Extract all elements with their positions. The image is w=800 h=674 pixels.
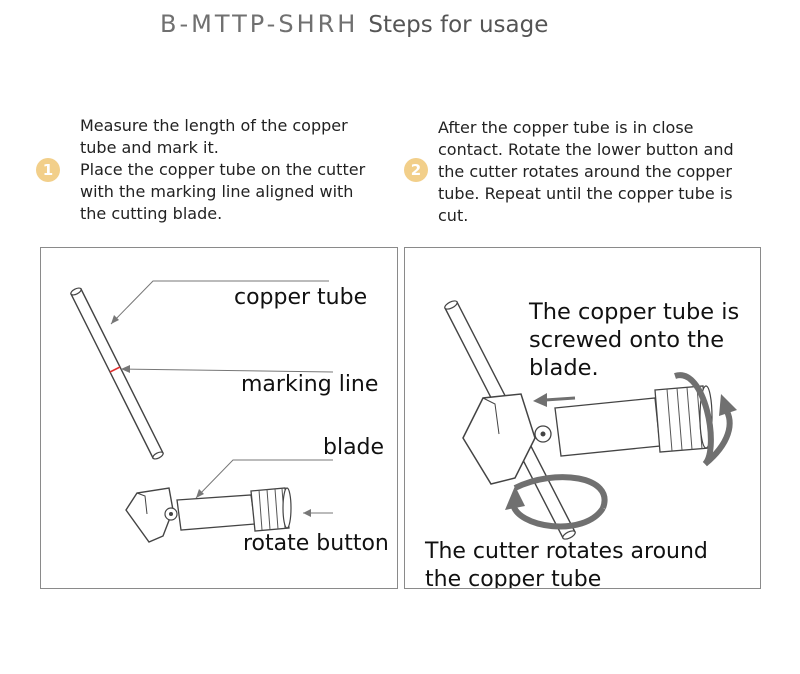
label-cutter-rotates: The cutter rotates around the copper tub… [425, 539, 708, 589]
label-marking-line: marking line [241, 372, 379, 397]
label-screwed-onto-blade: The copper tube is screwed onto the blad… [529, 299, 740, 381]
rotation-arrow-icon-2 [505, 474, 608, 530]
title-text: Steps for usage [368, 12, 549, 38]
label-blade: blade [323, 435, 385, 460]
step-1-badge-icon: 1 [36, 158, 60, 182]
pipe-cutter-drawing [125, 487, 292, 543]
step-2-illustration [444, 300, 737, 540]
step-2-text: After the copper tube is in close contac… [438, 118, 734, 225]
model-code: B-MTTP-SHRH [160, 10, 359, 38]
marking-line-mark [109, 366, 121, 373]
step-2-illustration-panel: The copper tube is screwed onto the blad… [404, 247, 761, 589]
rotation-arrow-icon [674, 372, 737, 467]
label-copper-tube: copper tube [234, 285, 368, 310]
step-2-badge-icon: 2 [404, 158, 428, 182]
label-rotate-button: rotate button [243, 531, 389, 556]
pipe-cutter-drawing-2 [462, 385, 713, 485]
step-1-illustration [70, 280, 334, 543]
copper-tube-drawing [70, 287, 164, 460]
step-1-illustration-panel: copper tube marking line blade rotate bu… [40, 247, 398, 589]
direction-arrow-icon [533, 393, 576, 407]
step-1-text: Measure the length of the copper tube an… [80, 116, 366, 223]
page-title: B-MTTP-SHRH Steps for usage [160, 10, 548, 38]
